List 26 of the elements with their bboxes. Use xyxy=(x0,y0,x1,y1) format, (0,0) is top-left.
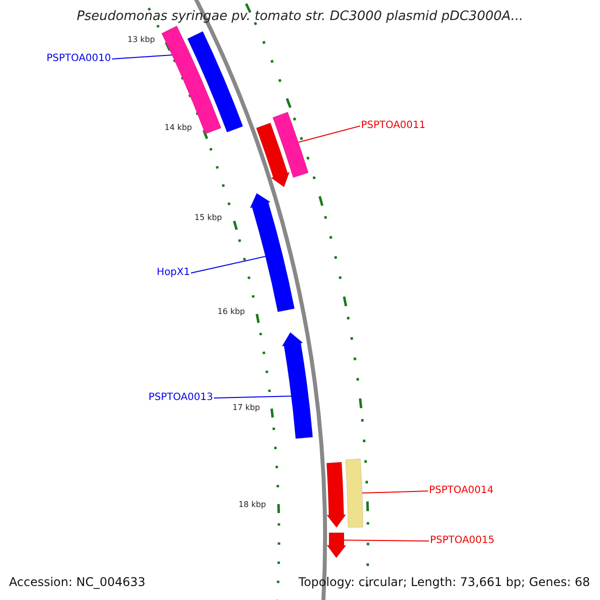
gene-feature xyxy=(282,332,313,439)
gene-feature xyxy=(272,112,309,178)
gene-feature xyxy=(161,26,222,134)
leader-line xyxy=(214,396,292,398)
gene-label: PSPTOA0010 xyxy=(46,53,111,65)
gene-label: HopX1 xyxy=(156,267,190,279)
leader-line xyxy=(112,54,172,60)
gene-label: PSPTOA0013 xyxy=(148,392,213,404)
map-info-text: Accession: NC_004633 xyxy=(9,575,146,589)
gene-feature xyxy=(326,532,346,558)
gene-label: PSPTOA0014 xyxy=(429,485,494,497)
gene-feature xyxy=(256,122,290,188)
gene-label: PSPTOA0011 xyxy=(361,120,426,132)
map-info-text: Topology: circular; Length: 73,661 bp; Genes: 68 xyxy=(298,575,590,589)
leader-line xyxy=(362,490,428,494)
leader-line xyxy=(344,540,430,542)
leader-line xyxy=(190,256,266,274)
scale-label: 14 kbp xyxy=(164,123,192,133)
map-title: Pseudomonas syringae pv. tomato str. DC3000 plasmid pDC3000A... xyxy=(76,9,524,24)
gene-feature xyxy=(326,462,346,528)
gene-label: PSPTOA0015 xyxy=(430,535,495,547)
scale-label: 15 kbp xyxy=(194,213,222,223)
gene-feature xyxy=(345,458,364,528)
leader-line xyxy=(298,126,360,143)
gene-feature xyxy=(250,192,295,312)
scale-label: 18 kbp xyxy=(238,500,266,510)
